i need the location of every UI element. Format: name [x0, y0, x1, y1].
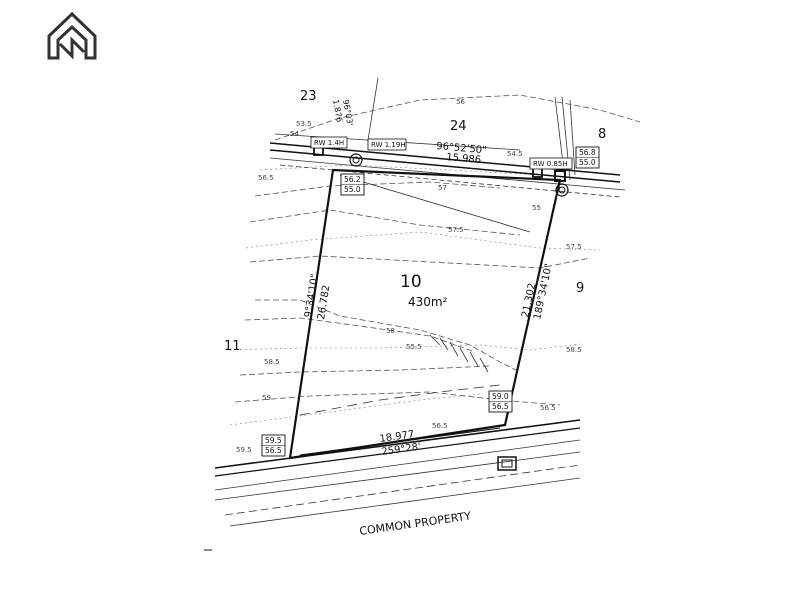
dashed-boundary: [299, 384, 501, 416]
spot-level-box: 56.2 55.0: [340, 173, 365, 196]
lot-number-8: 8: [598, 127, 606, 142]
street-label: COMMON PROPERTY: [359, 509, 472, 538]
svg-text:58.5: 58.5: [264, 358, 280, 366]
rw-label-1: RW 1.4H: [310, 136, 348, 149]
south-distance: 18.977: [379, 429, 415, 445]
svg-text:53.5: 53.5: [296, 120, 312, 128]
lot-number-main: 10: [400, 272, 422, 292]
svg-text:59.0: 59.0: [492, 392, 509, 401]
lot-number-11: 11: [224, 339, 241, 354]
spot-level-box: 59.0 56.5: [488, 390, 513, 413]
lot-10-boundary: [288, 168, 562, 460]
pit-icon: [558, 186, 566, 194]
svg-text:54: 54: [290, 130, 299, 138]
svg-text:57: 57: [438, 184, 447, 192]
svg-text:RW 0.85H: RW 0.85H: [533, 160, 568, 168]
rw-label-3: RW 0.85H: [529, 157, 573, 170]
hatch-area: [429, 334, 489, 373]
contour-labels: 53.5 54 56 56.5 57 57.5 58 55 55.5 58.5 …: [236, 98, 582, 454]
lot-area: 430m²: [408, 295, 448, 309]
pit-icon: [349, 153, 363, 167]
interior-line: [339, 174, 531, 233]
svg-text:55.0: 55.0: [579, 158, 596, 167]
west-distance: 26.782: [316, 284, 332, 320]
lot-number-24: 24: [450, 119, 467, 134]
svg-text:55.5: 55.5: [406, 343, 422, 351]
n-house-logo: [47, 11, 97, 60]
svg-text:56.5: 56.5: [265, 446, 282, 455]
spot-level-box: 59.5 56.5: [261, 434, 286, 457]
svg-text:56: 56: [456, 98, 465, 106]
north-distance: 15.986: [446, 152, 482, 166]
pit-icon: [352, 156, 360, 164]
pit-icon: [555, 183, 569, 197]
svg-text:56.5: 56.5: [492, 402, 509, 411]
lot-number-9: 9: [576, 281, 584, 296]
lot-number-23: 23: [300, 89, 317, 104]
contour-lines: [229, 94, 641, 426]
svg-text:59.5: 59.5: [265, 436, 282, 445]
south-bearing: 259°28': [381, 442, 422, 458]
svg-text:55: 55: [532, 204, 541, 212]
svg-text:58.5: 58.5: [566, 346, 582, 354]
svg-text:RW 1.4H: RW 1.4H: [314, 139, 344, 147]
south-road-lines: [214, 419, 581, 527]
svg-text:56.2: 56.2: [344, 175, 361, 184]
svg-text:56.5: 56.5: [258, 174, 274, 182]
nw-small-distance: 1.876: [331, 99, 344, 123]
svg-text:55.0: 55.0: [344, 185, 361, 194]
rw-label-2: RW 1.19H: [367, 138, 407, 151]
svg-text:59: 59: [262, 394, 271, 402]
spot-level-box: 56.8 55.0: [575, 146, 600, 169]
svg-text:56.8: 56.8: [579, 148, 596, 157]
north-bearing: 96°52'50": [436, 141, 487, 156]
svg-text:56.5: 56.5: [432, 422, 448, 430]
svg-text:58: 58: [386, 327, 395, 335]
svg-text:54.5: 54.5: [507, 150, 523, 158]
svg-text:59.5: 59.5: [236, 446, 252, 454]
svg-text:RW 1.19H: RW 1.19H: [371, 141, 406, 149]
svg-text:57.5: 57.5: [566, 243, 582, 251]
svg-text:57.5: 57.5: [448, 226, 464, 234]
svg-text:56.5: 56.5: [540, 404, 556, 412]
